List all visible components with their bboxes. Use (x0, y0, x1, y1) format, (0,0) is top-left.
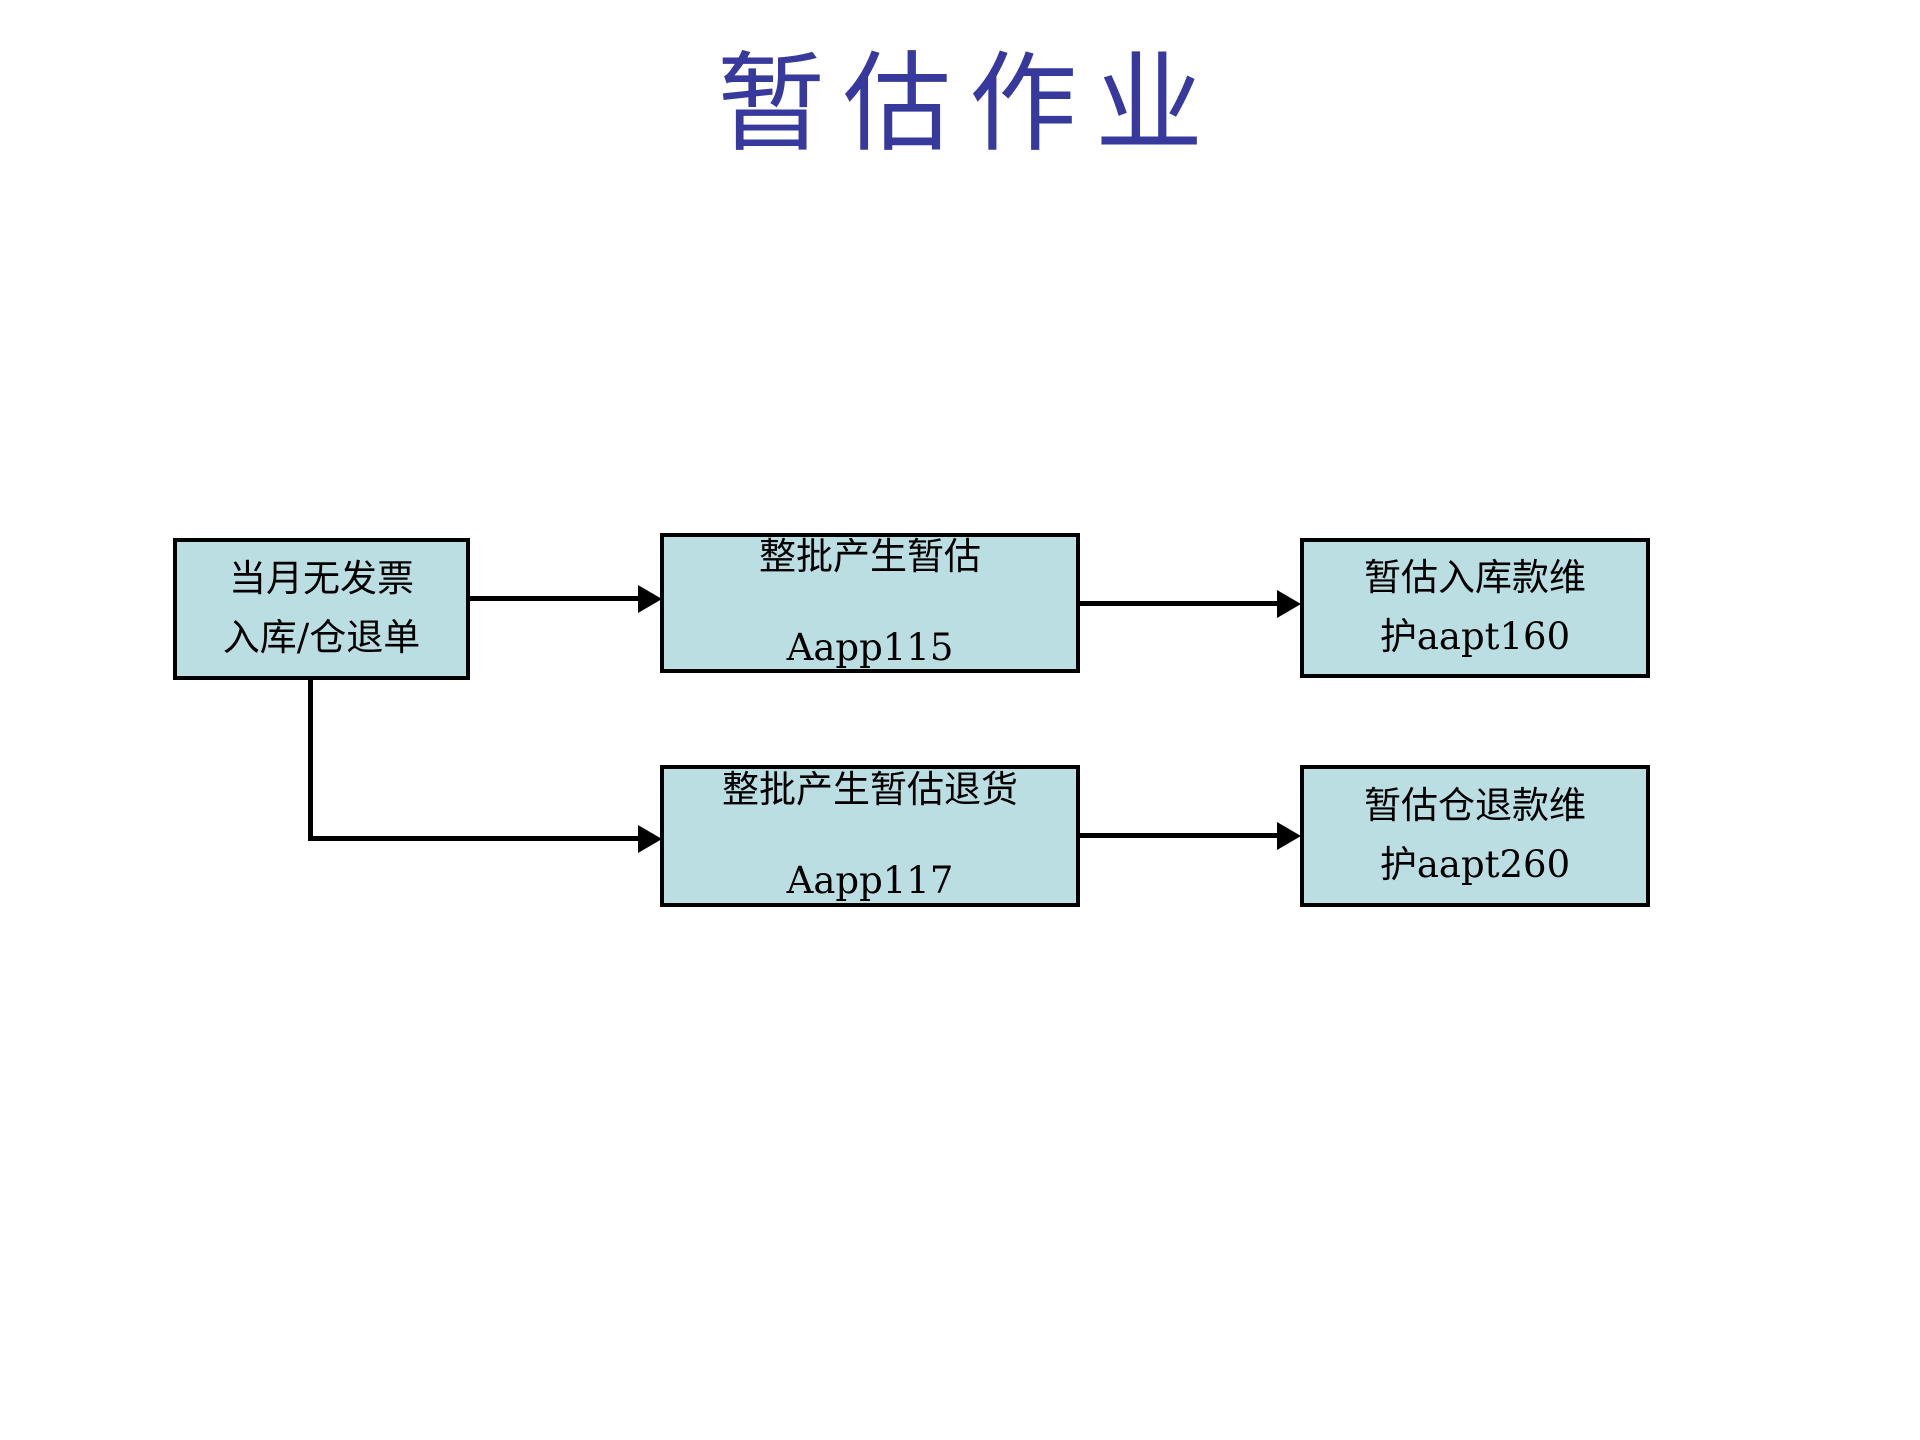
flow-node-accrual-inbound-payment-maintenance[interactable]: 暂估入库款维 护aapt160 (1300, 538, 1650, 678)
flow-node-batch-generate-accrual-return-label: 整批产生暂估退货 (722, 768, 1018, 812)
flow-node-accrual-inbound-line2: 护aapt160 (1379, 615, 1571, 658)
arrowhead-icon-batch-accrual-to-accrual-in (1277, 590, 1301, 618)
flow-node-accrual-return-line2: 护aapt260 (1379, 843, 1571, 886)
flow-node-accrual-return-line1: 暂估仓退款维 (1364, 784, 1586, 828)
connector-source-to-batch-return-vertical (308, 680, 313, 840)
flow-node-source-document[interactable]: 当月无发票 入库/仓退单 (173, 538, 470, 680)
flow-node-batch-generate-accrual-return-code: Aapp117 (786, 859, 954, 902)
flow-node-accrual-return-payment-maintenance[interactable]: 暂估仓退款维 护aapt260 (1300, 765, 1650, 907)
connector-source-to-batch-accrual (470, 596, 645, 601)
connector-batch-return-to-accrual-return (1080, 833, 1280, 838)
arrowhead-icon-source-to-batch-return (638, 825, 662, 853)
flow-node-accrual-inbound-line1: 暂估入库款维 (1364, 556, 1586, 600)
flow-node-batch-generate-accrual[interactable]: 整批产生暂估 Aapp115 (660, 533, 1080, 673)
connector-source-to-batch-return-horizontal (308, 836, 645, 841)
connector-batch-accrual-to-accrual-in (1080, 601, 1280, 606)
flow-node-batch-generate-accrual-label: 整批产生暂估 (759, 535, 981, 579)
flow-node-batch-generate-accrual-return[interactable]: 整批产生暂估退货 Aapp117 (660, 765, 1080, 907)
page-title: 暂估作业 (716, 42, 1221, 167)
arrowhead-icon-source-to-batch-accrual (638, 585, 662, 613)
arrowhead-icon-batch-return-to-accrual-return (1277, 822, 1301, 850)
flow-node-source-document-line2: 入库/仓退单 (222, 616, 421, 659)
flow-node-source-document-line1: 当月无发票 (229, 557, 414, 601)
flow-node-batch-generate-accrual-code: Aapp115 (786, 626, 954, 669)
